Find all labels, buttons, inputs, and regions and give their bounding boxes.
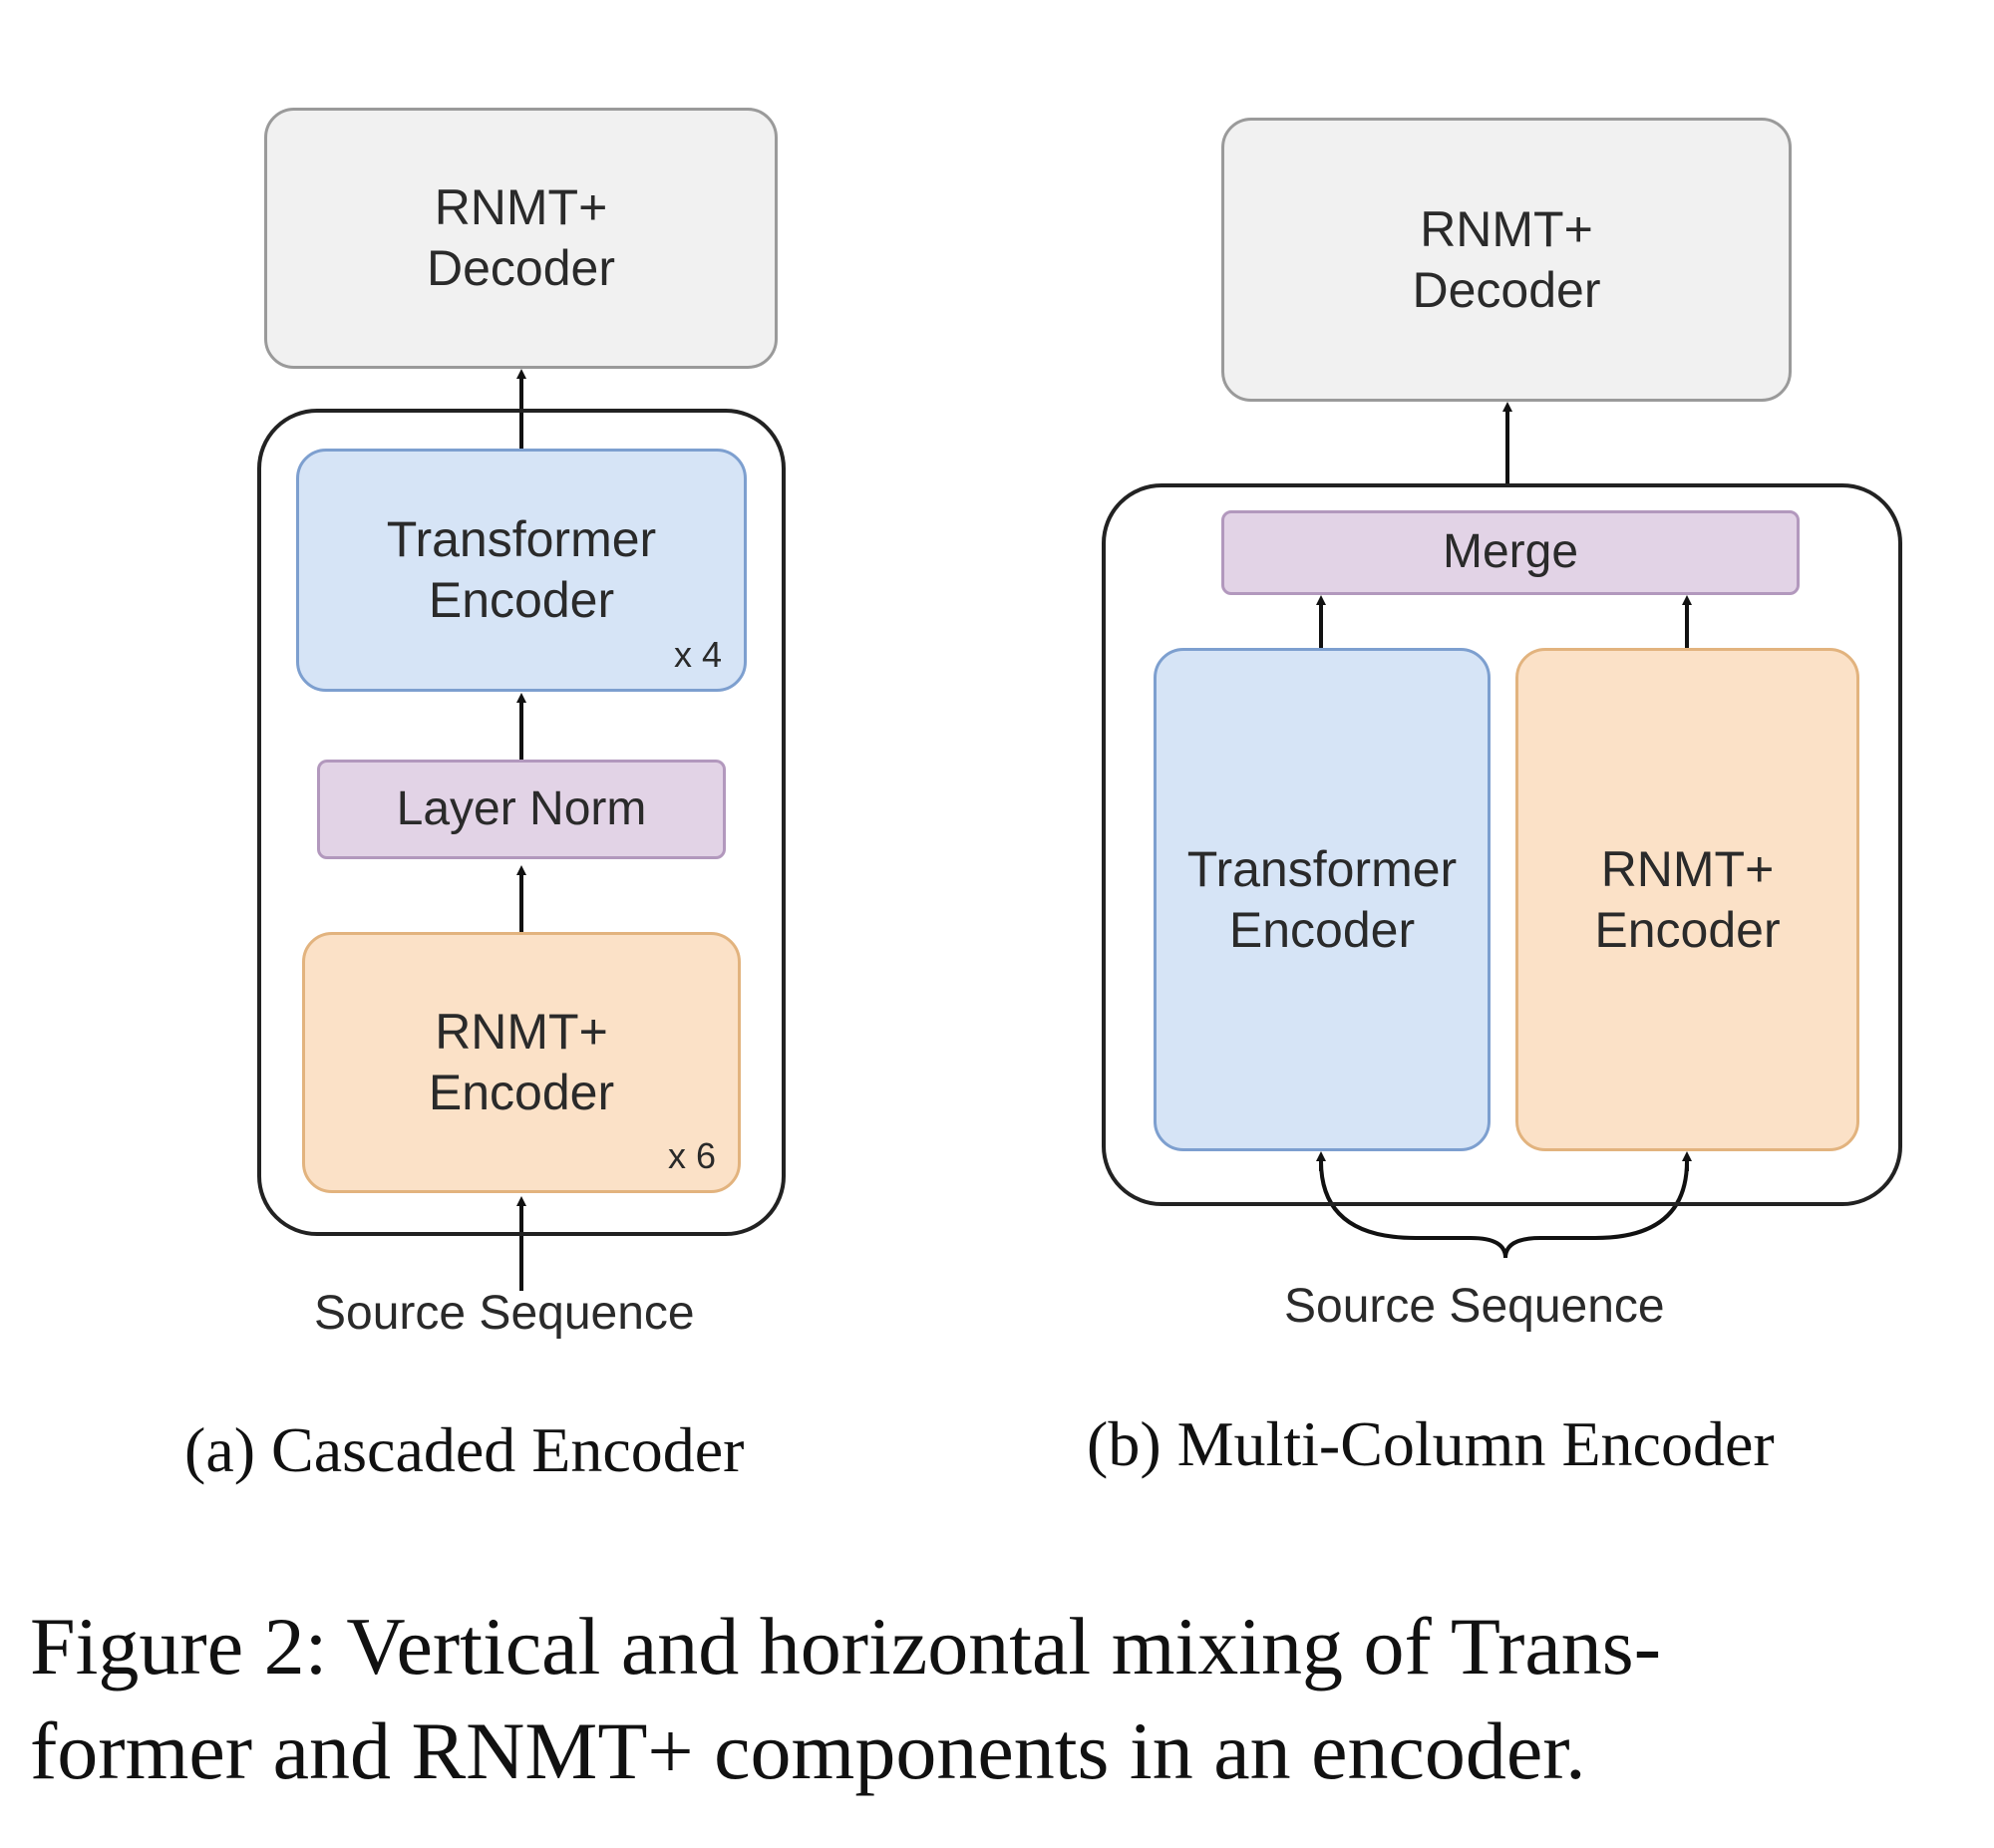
a-rnmt-decoder: RNMT+ Decoder <box>264 108 778 369</box>
source-brace <box>1319 1160 1689 1259</box>
b-decoder-line1: RNMT+ <box>1420 200 1593 257</box>
a-rnmt-line1: RNMT+ <box>435 1004 608 1060</box>
b-rnmt-line1: RNMT+ <box>1600 840 1775 897</box>
b-transformer-line1: Transformer <box>1186 840 1458 897</box>
a-rnmt-line2: Encoder <box>428 1065 615 1120</box>
a-transformer-line1: Transformer <box>386 511 657 567</box>
b-encoder-container <box>1102 483 1902 1206</box>
b-rnmt-encoder: RNMT+ Encoder <box>1515 648 1859 1151</box>
a-transformer-encoder: Transformer Encoder x 4 <box>296 449 747 692</box>
figure-caption: Figure 2: Vertical and horizontal mixing… <box>30 1595 1974 1804</box>
b-rnmt-line2: Encoder <box>1594 901 1781 958</box>
b-subcaption: (b) Multi-Column Encoder <box>1087 1408 1775 1479</box>
b-merge-label: Merge <box>1442 525 1579 579</box>
a-layer-norm: Layer Norm <box>317 760 726 859</box>
figure-caption-line2: former and RNMT+ components in an encode… <box>30 1704 1586 1796</box>
a-transformer-line2: Encoder <box>428 572 615 628</box>
a-rnmt-multiplier: x 6 <box>667 1135 716 1176</box>
b-source-sequence: Source Sequence <box>1284 1280 1665 1333</box>
a-transformer-multiplier: x 4 <box>673 634 722 675</box>
a-decoder-line1: RNMT+ <box>434 179 608 235</box>
b-transformer-line2: Encoder <box>1228 901 1416 958</box>
b-merge: Merge <box>1221 510 1800 595</box>
b-transformer-encoder: Transformer Encoder <box>1154 648 1491 1151</box>
a-encoder-container <box>257 409 786 1236</box>
a-decoder-line2: Decoder <box>427 240 615 296</box>
a-source-sequence: Source Sequence <box>314 1287 695 1340</box>
a-subcaption: (a) Cascaded Encoder <box>184 1414 745 1485</box>
figure-caption-line1: Figure 2: Vertical and horizontal mixing… <box>30 1601 1661 1692</box>
b-decoder-line2: Decoder <box>1412 261 1601 318</box>
b-rnmt-decoder: RNMT+ Decoder <box>1221 118 1792 402</box>
a-layer-norm-label: Layer Norm <box>396 781 647 835</box>
a-rnmt-encoder: RNMT+ Encoder x 6 <box>302 932 741 1193</box>
